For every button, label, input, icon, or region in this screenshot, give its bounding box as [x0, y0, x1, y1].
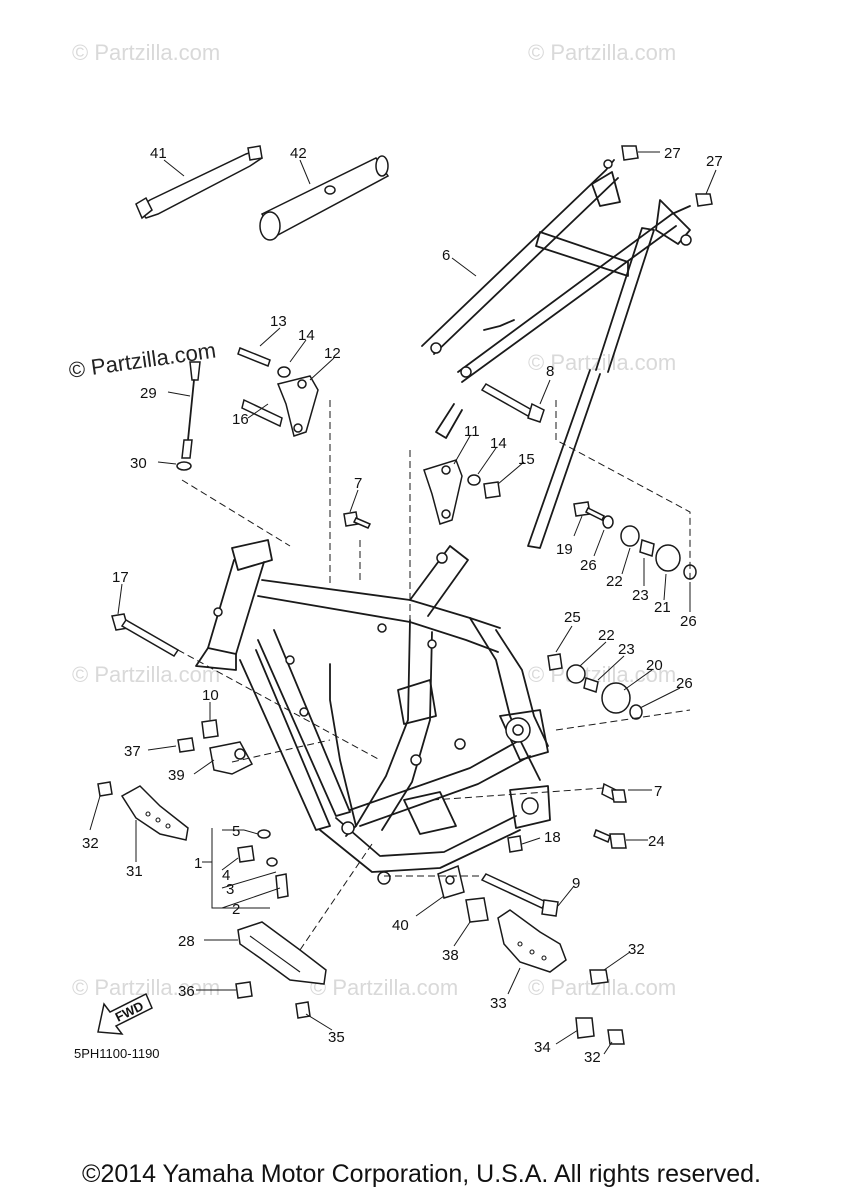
fwd-label: FWD [113, 998, 146, 1024]
callout-39: 39 [168, 767, 185, 784]
callout-18: 18 [544, 829, 561, 846]
mount-stack-lower-part [547, 653, 643, 720]
bolt-part [111, 613, 180, 658]
dipstick-part [176, 361, 201, 471]
callout-40: 40 [392, 917, 409, 934]
callout-labels: 41 42 27 27 6 13 14 12 29 16 30 8 11 14 … [82, 145, 723, 1066]
watermark: © Partzilla.com [528, 350, 676, 375]
callout-32: 32 [82, 835, 99, 852]
callout-26: 26 [680, 613, 697, 630]
callout-33: 33 [490, 995, 507, 1012]
callout-30: 30 [130, 455, 147, 472]
callout-23: 23 [632, 587, 649, 604]
callout-28: 28 [178, 933, 195, 950]
callout-14: 14 [298, 327, 315, 344]
callout-21: 21 [654, 599, 671, 616]
callout-12: 12 [324, 345, 341, 362]
diagram-code: 5PH1100-1190 [74, 1046, 160, 1061]
callout-27: 27 [706, 153, 723, 170]
callout-20: 20 [646, 657, 663, 674]
bolt-part [343, 511, 372, 529]
callout-27: 27 [664, 145, 681, 162]
callout-26: 26 [580, 557, 597, 574]
callout-11: 11 [464, 423, 480, 440]
bolt-part [437, 864, 559, 923]
rear-subframe-part [421, 159, 692, 549]
bolt-part [507, 782, 627, 853]
main-frame-part [195, 539, 551, 885]
callout-42: 42 [290, 145, 307, 162]
callout-26: 26 [676, 675, 693, 692]
skid-plate-part [235, 921, 327, 1019]
callout-15: 15 [518, 451, 535, 468]
callout-9: 9 [572, 875, 580, 892]
callout-8: 8 [546, 363, 554, 380]
engine-guard-front-part [97, 781, 189, 841]
callout-17: 17 [112, 569, 129, 586]
callout-4: 4 [222, 867, 230, 884]
callout-1: 1 [194, 855, 202, 872]
bolt-part [621, 145, 713, 207]
callout-34: 34 [534, 1039, 551, 1056]
mount-stack-upper-part [573, 501, 697, 580]
callout-29: 29 [140, 385, 157, 402]
engine-bracket-front-part [177, 719, 254, 775]
callout-22: 22 [598, 627, 615, 644]
callout-19: 19 [556, 541, 573, 558]
callout-3: 3 [226, 881, 234, 898]
callout-6: 6 [442, 247, 450, 264]
callout-7: 7 [354, 475, 362, 492]
box-wrench-part [259, 155, 390, 241]
callout-16: 16 [232, 411, 249, 428]
callout-37: 37 [124, 743, 141, 760]
callout-7: 7 [654, 783, 662, 800]
callout-32: 32 [628, 941, 645, 958]
watermark: © Partzilla.com [72, 40, 220, 65]
callout-32: 32 [584, 1049, 601, 1066]
callout-25: 25 [564, 609, 581, 626]
engine-bracket-right-part [423, 459, 501, 525]
callout-38: 38 [442, 947, 459, 964]
assembly-lines [177, 400, 691, 951]
engine-guard-rear-part [497, 909, 625, 1045]
small-hardware-part [237, 829, 289, 899]
fwd-arrow-icon: FWD [97, 992, 153, 1035]
callout-36: 36 [178, 983, 195, 1000]
watermark: © Partzilla.com [528, 40, 676, 65]
callout-31: 31 [126, 863, 143, 880]
bolt-part [480, 383, 545, 423]
callout-23: 23 [618, 641, 635, 658]
callout-5: 5 [232, 823, 240, 840]
callout-10: 10 [202, 687, 219, 704]
engine-bracket-upper-part [237, 347, 319, 437]
callout-41: 41 [150, 145, 167, 162]
watermark: © Partzilla.com [310, 975, 458, 1000]
callout-13: 13 [270, 313, 287, 330]
callout-22: 22 [606, 573, 623, 590]
copyright-notice: ©2014 Yamaha Motor Corporation, U.S.A. A… [82, 1160, 761, 1188]
spanner-wrench-part [135, 145, 263, 220]
callout-14: 14 [490, 435, 507, 452]
leader-lines [89, 151, 717, 1055]
callout-35: 35 [328, 1029, 345, 1046]
callout-2: 2 [232, 901, 240, 918]
callout-24: 24 [648, 833, 665, 850]
